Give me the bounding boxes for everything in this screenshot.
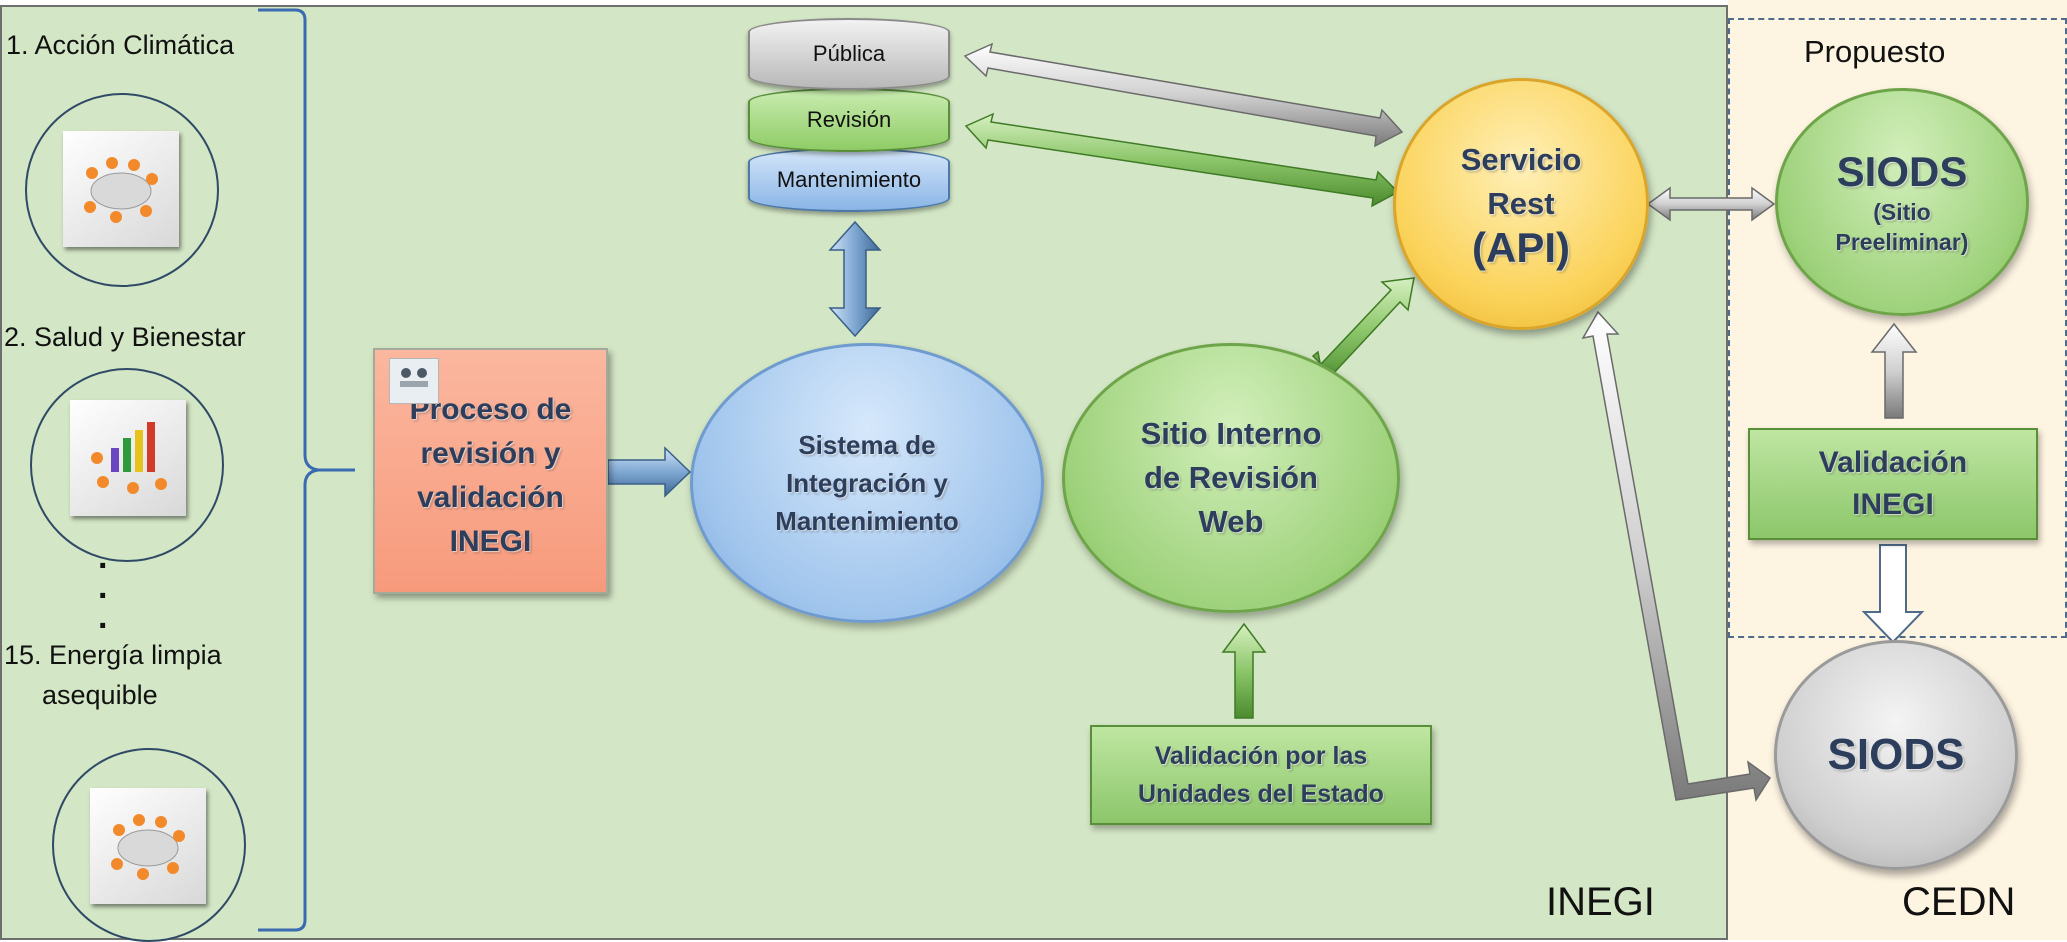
integration-system-node: Sistema de Integración y Mantenimiento xyxy=(690,343,1044,623)
validation-states-line-1: Validación por las xyxy=(1154,742,1368,770)
team-chart-icon xyxy=(91,422,167,494)
goal-label-2: 2. Salud y Bienestar xyxy=(4,322,246,352)
integration-line-3: Mantenimiento xyxy=(775,506,959,536)
rest-line-1: Servicio xyxy=(1460,142,1582,177)
goal-label-15: 15. Energía limpia xyxy=(4,640,222,670)
siods-title: SIODS xyxy=(1827,730,1965,779)
inegi-label: INEGI xyxy=(1546,880,1655,924)
db-layer-publica: Pública xyxy=(748,18,950,90)
arrow-validationinegi-siodspre xyxy=(1870,322,1918,419)
validation-inegi-line-2: INEGI xyxy=(1852,488,1934,521)
goal-circle-15 xyxy=(52,748,246,942)
rest-api-node: Servicio Rest (API) xyxy=(1393,78,1649,330)
ellipsis-dots: . . . xyxy=(98,538,108,636)
goal-circle-1 xyxy=(25,93,219,287)
validation-states-line-2: Unidades del Estado xyxy=(1138,780,1384,808)
meeting-icon-2 xyxy=(90,788,206,904)
integration-line-2: Integración y xyxy=(786,468,948,498)
siods-pre-title: SIODS xyxy=(1836,148,1968,195)
db-layer-mantenimiento: Mantenimiento xyxy=(748,148,950,212)
goal-circle-2 xyxy=(30,368,224,562)
validation-states-node: Validación por las Unidades del Estado xyxy=(1090,725,1432,825)
team-table-icon xyxy=(84,157,158,223)
db-layer-revision: Revisión xyxy=(748,88,950,152)
process-line-2: revisión y xyxy=(420,437,561,470)
integration-line-1: Sistema de xyxy=(798,430,936,460)
arrow-validation-internal xyxy=(1221,622,1267,719)
meeting-icon xyxy=(63,131,179,247)
siods-pre-sub2: Preeliminar) xyxy=(1835,229,1969,255)
arrow-validationinegi-siods xyxy=(1861,544,1925,644)
goal-label-1: 1. Acción Climática xyxy=(6,30,235,60)
siods-preliminary-node: SIODS (Sitio Preeliminar) xyxy=(1775,88,2029,316)
siods-pre-sub1: (Sitio xyxy=(1873,199,1931,225)
rest-line-2: Rest xyxy=(1487,186,1555,221)
arrow-db-integration xyxy=(828,220,882,338)
process-review-node: Proceso de revisión y validación INEGI xyxy=(373,348,608,594)
propuesto-label: Propuesto xyxy=(1804,34,1946,69)
arrow-process-integration xyxy=(607,446,692,498)
people-meeting-icon xyxy=(389,358,439,404)
internal-line-3: Web xyxy=(1198,504,1264,539)
rest-line-3: (API) xyxy=(1472,224,1570,271)
arrow-publica-rest xyxy=(963,42,1404,148)
team-table-icon-2 xyxy=(111,814,185,880)
grouping-brace xyxy=(258,8,355,932)
validation-inegi-line-1: Validación xyxy=(1818,446,1968,479)
arrow-rest-siodspre xyxy=(1646,186,1776,222)
siods-node: SIODS xyxy=(1774,640,2018,870)
meeting-chart-icon xyxy=(70,400,186,516)
goal-label-15-cont: asequible xyxy=(42,680,158,710)
internal-line-1: Sitio Interno xyxy=(1140,416,1322,451)
validation-inegi-node: Validación INEGI xyxy=(1748,428,2038,540)
cedn-label: CEDN xyxy=(1902,880,2016,924)
internal-review-site-node: Sitio Interno de Revisión Web xyxy=(1062,343,1400,613)
internal-line-2: de Revisión xyxy=(1143,460,1318,495)
arrow-rest-siods xyxy=(1581,310,1772,803)
process-line-3: validación xyxy=(417,481,564,514)
process-line-4: INEGI xyxy=(449,525,532,558)
